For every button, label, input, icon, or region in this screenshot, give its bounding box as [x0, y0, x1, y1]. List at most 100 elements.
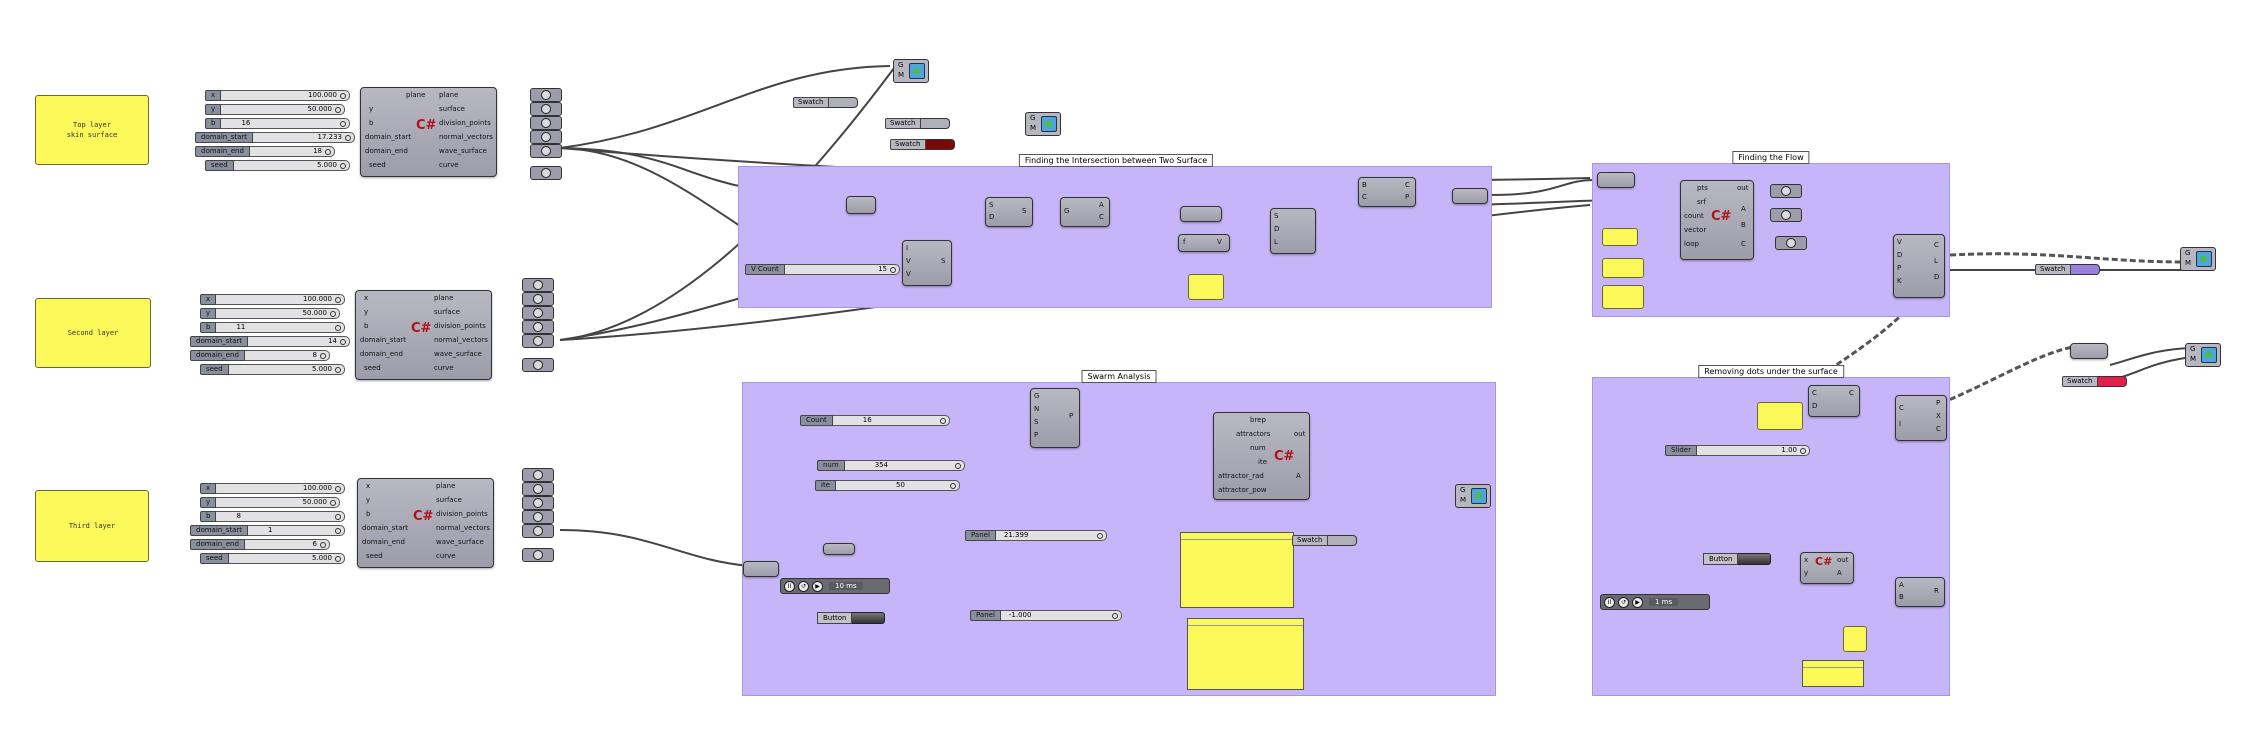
removing-note[interactable]: [1843, 626, 1867, 652]
removing-timer[interactable]: II↺▶1 ms: [1600, 594, 1710, 610]
group-removing[interactable]: Removing dots under the surface: [1592, 365, 1950, 696]
second-layer-script[interactable]: x y b domain_start domain_end seed plane…: [355, 290, 492, 380]
surface-param-node[interactable]: [522, 292, 554, 306]
brep-brep-component[interactable]: B C C P: [1358, 177, 1416, 207]
output-param-node[interactable]: [1770, 208, 1802, 222]
intersection-note[interactable]: [1188, 274, 1224, 300]
swatch[interactable]: Swatch: [885, 118, 950, 129]
plane-param-node[interactable]: [530, 88, 562, 102]
move-component[interactable]: S D L: [1270, 208, 1316, 254]
wave-surface-param-node[interactable]: [522, 524, 554, 538]
curve-param-node[interactable]: [522, 548, 554, 562]
swatch[interactable]: Swatch: [1292, 535, 1357, 546]
flow-script[interactable]: pts srf count vector loop out A B C C#: [1680, 180, 1754, 260]
flow-note[interactable]: [1602, 285, 1644, 309]
vectors-param-node[interactable]: [522, 510, 554, 524]
points-param-node[interactable]: [522, 496, 554, 510]
removing-script[interactable]: x y out A C#: [1800, 552, 1854, 584]
button-face[interactable]: [1738, 553, 1772, 565]
pause-icon[interactable]: II: [784, 580, 795, 592]
swatch[interactable]: Swatch: [890, 139, 955, 150]
flow-note[interactable]: [1602, 258, 1644, 278]
reset-icon[interactable]: ↺: [798, 580, 809, 592]
button-face[interactable]: [852, 612, 886, 624]
removing-button[interactable]: Button: [1703, 553, 1772, 565]
removing-note[interactable]: [1757, 402, 1803, 430]
swatch[interactable]: Swatch: [2062, 376, 2127, 387]
play-icon[interactable]: ▶: [1632, 596, 1643, 608]
expression-component[interactable]: f V: [1178, 234, 1230, 252]
top-layer-script[interactable]: plane y b domain_start domain_end seed p…: [360, 87, 497, 177]
interpolate-component[interactable]: V D P K C L D: [1893, 234, 1945, 298]
swatch[interactable]: Swatch: [793, 97, 858, 108]
vectors-param-node[interactable]: [530, 130, 562, 144]
gate-component[interactable]: A B R: [1895, 577, 1945, 607]
third-layer-script[interactable]: x y b domain_start domain_end seed plane…: [357, 478, 494, 568]
area-component[interactable]: G A C: [1060, 197, 1110, 227]
pause-icon[interactable]: II: [1604, 596, 1615, 608]
surface-param-node[interactable]: [522, 482, 554, 496]
isotrim-component[interactable]: I V V S: [902, 240, 952, 286]
flow-note[interactable]: [1602, 228, 1638, 246]
swarm-script[interactable]: brep attractors num ite attractor_rad at…: [1213, 412, 1310, 500]
negative-component[interactable]: [1180, 206, 1222, 222]
surface-split-component[interactable]: S D S: [985, 197, 1033, 227]
flatten-component[interactable]: [1452, 188, 1488, 204]
populate-component[interactable]: G N S P P: [1030, 388, 1080, 448]
group-swarm[interactable]: Swarm Analysis: [742, 370, 1496, 696]
reset-icon[interactable]: ↺: [1618, 596, 1629, 608]
cull-component[interactable]: C D C: [1808, 385, 1860, 417]
second-layer-scribble[interactable]: Second layer: [35, 298, 151, 368]
swatch[interactable]: Swatch: [2035, 264, 2100, 275]
wave-surface-param-node[interactable]: [522, 334, 554, 348]
vectors-param-node[interactable]: [522, 320, 554, 334]
data-dam[interactable]: [823, 543, 855, 555]
output-param-node[interactable]: [1770, 184, 1802, 198]
output-panel-2[interactable]: [1187, 618, 1304, 690]
play-icon[interactable]: ▶: [812, 580, 823, 592]
hexagon-param[interactable]: [846, 196, 876, 214]
curve-param-node[interactable]: [522, 358, 554, 372]
output-param-node[interactable]: [1775, 236, 1807, 250]
flatten-component[interactable]: [1597, 172, 1635, 188]
surface-param-node[interactable]: [530, 102, 562, 116]
output-panel-1[interactable]: [1180, 532, 1294, 608]
points-param-node[interactable]: [522, 306, 554, 320]
flatten-component[interactable]: [2070, 343, 2108, 359]
plane-param-node[interactable]: [522, 468, 554, 482]
curve-closest-component[interactable]: C I P X C: [1895, 395, 1947, 441]
output-panel-3[interactable]: [1802, 660, 1864, 687]
swarm-timer[interactable]: II↺▶10 ms: [780, 578, 890, 594]
wave-surface-param-node[interactable]: [530, 144, 562, 158]
swarm-button[interactable]: Button: [817, 612, 886, 624]
plane-param-node[interactable]: [522, 278, 554, 292]
top-layer-scribble[interactable]: Top layer skin surface: [35, 95, 149, 165]
curve-param-node[interactable]: [530, 166, 562, 180]
